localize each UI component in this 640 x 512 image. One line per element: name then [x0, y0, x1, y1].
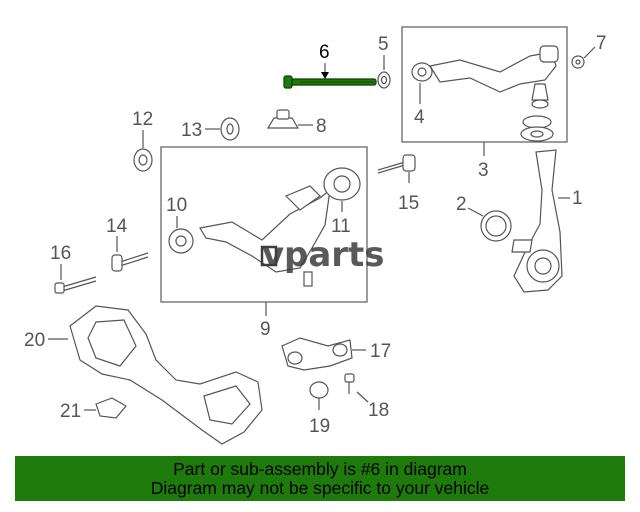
part-21-bracket[interactable] — [95, 397, 127, 419]
part-13-bushing[interactable] — [220, 117, 240, 141]
part-20-subframe[interactable] — [69, 305, 263, 445]
callout-14: 14 — [106, 216, 128, 237]
part-18-bolt[interactable] — [344, 373, 355, 394]
part-14-bolt[interactable] — [111, 252, 149, 272]
part-2-seal[interactable] — [480, 210, 512, 242]
part-5-washer[interactable] — [377, 71, 391, 89]
callout-8: 8 — [316, 116, 327, 137]
leader-7 — [583, 46, 596, 59]
callout-9: 9 — [260, 319, 271, 340]
callout-6: 6 — [319, 42, 330, 63]
banner-line-1: Part or sub-assembly is #6 in diagram — [173, 458, 467, 479]
watermark-logo: v parts — [260, 235, 385, 275]
lower-arm-group-box — [160, 146, 368, 303]
callout-15: 15 — [398, 193, 419, 214]
callout-12: 12 — [132, 109, 153, 130]
arrow-6 — [321, 72, 329, 79]
callout-3: 3 — [478, 160, 489, 181]
callout-17: 17 — [370, 341, 391, 362]
watermark-text: parts — [284, 235, 385, 275]
callout-20: 20 — [24, 330, 45, 351]
leader-2 — [467, 207, 484, 217]
callout-11: 11 — [331, 216, 351, 237]
callout-2: 2 — [456, 194, 467, 215]
banner-line-2: Diagram may not be specific to your vehi… — [150, 477, 490, 498]
callout-21: 21 — [60, 401, 81, 422]
part-6-bolt[interactable] — [283, 75, 377, 89]
leader-18 — [356, 391, 369, 403]
part-7-nut[interactable] — [571, 55, 585, 69]
callout-13: 13 — [181, 120, 202, 141]
callout-19: 19 — [309, 416, 330, 437]
info-banner: Part or sub-assembly is #6 in diagram Di… — [15, 456, 625, 501]
callout-16: 16 — [50, 243, 71, 264]
part-19-nut[interactable] — [309, 381, 329, 399]
part-16-bolt[interactable] — [54, 276, 97, 294]
part-1-knuckle[interactable] — [511, 149, 563, 293]
watermark-prefix: v — [262, 235, 284, 275]
part-17-bracket[interactable] — [281, 337, 353, 371]
part-9-lower-arm[interactable] — [168, 167, 361, 287]
part-3-upper-arm[interactable] — [411, 45, 559, 142]
callout-1: 1 — [572, 188, 583, 209]
part-15-bolt[interactable] — [377, 154, 416, 174]
callout-4: 4 — [414, 107, 425, 128]
callout-18: 18 — [368, 400, 389, 421]
callout-10: 10 — [166, 195, 187, 216]
part-8-mount[interactable] — [266, 109, 300, 129]
callout-7: 7 — [596, 33, 607, 54]
callout-5: 5 — [378, 34, 389, 55]
part-12-bushing[interactable] — [133, 148, 153, 172]
